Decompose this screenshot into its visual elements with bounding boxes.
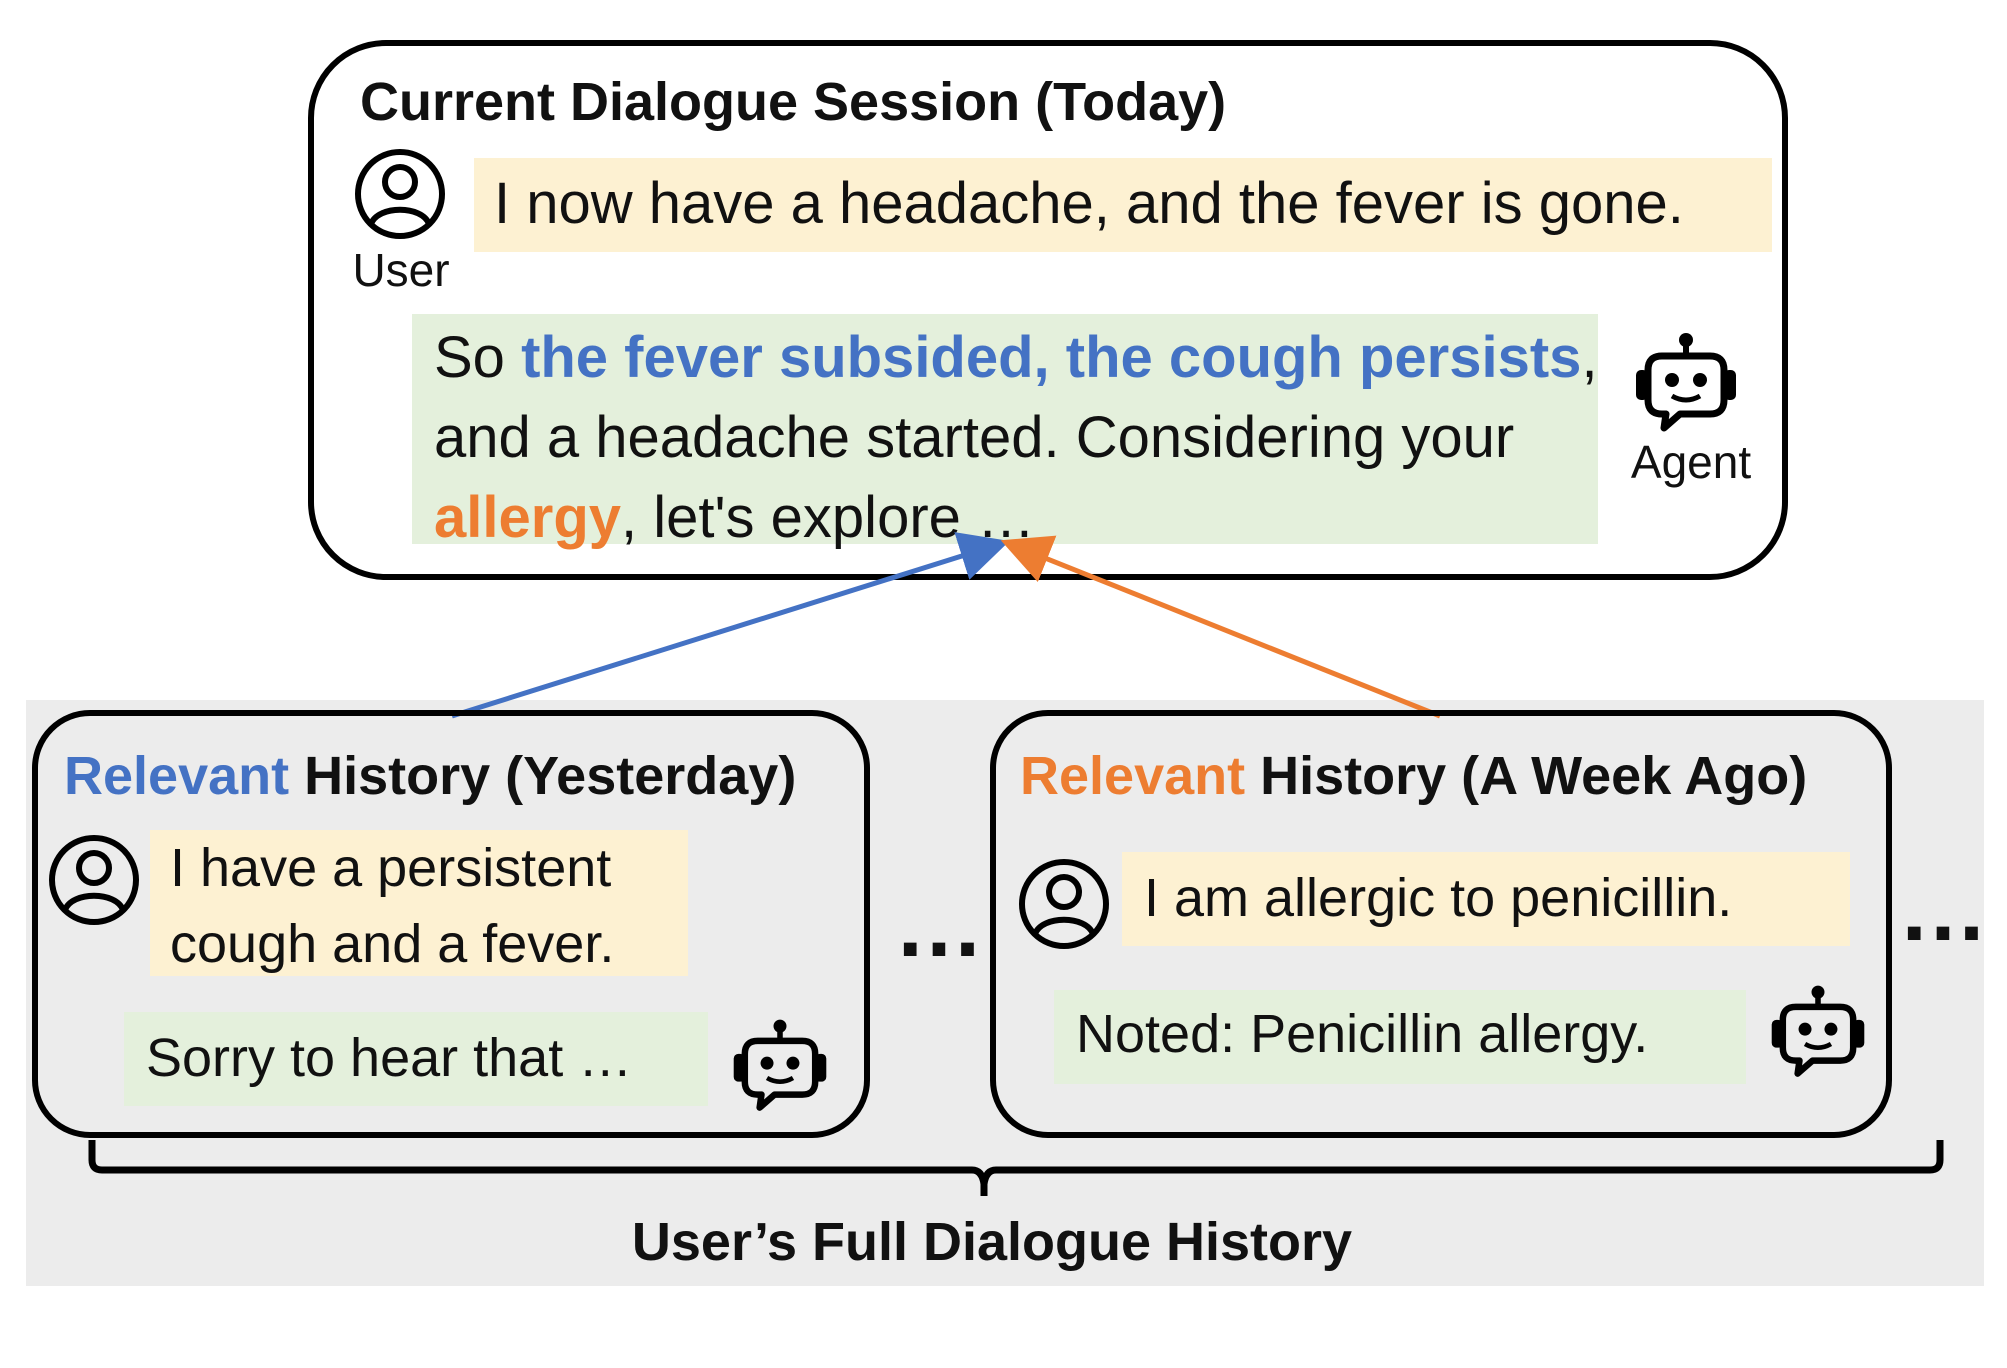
robot-agent-icon <box>1771 985 1865 1077</box>
agent-msg-part2: , <box>1581 325 1598 390</box>
yesterday-user-line1: I have a persistent <box>170 838 612 898</box>
week-user-message: I am allergic to penicillin. <box>1122 852 1850 946</box>
user-icon <box>355 149 445 239</box>
highlight-orange-text: allergy <box>434 485 621 550</box>
relevant-label-blue: Relevant <box>64 746 290 806</box>
robot-agent-icon <box>733 1019 827 1111</box>
history-yesterday-title-rest: History (Yesterday) <box>289 746 797 806</box>
session-user-message: I now have a headache, and the fever is … <box>474 158 1772 252</box>
history-week-box <box>990 710 1892 1138</box>
session-agent-message: So the fever subsided, the cough persist… <box>412 314 1598 550</box>
robot-agent-icon <box>1636 333 1736 432</box>
full-history-label: User’s Full Dialogue History <box>631 1212 1353 1272</box>
blue-arrow <box>451 532 1010 719</box>
history-week-title-rest: History (A Week Ago) <box>1245 746 1808 806</box>
highlight-blue-text: the fever subsided, the cough persists <box>521 325 1582 390</box>
agent-label: Agent <box>1630 436 1752 488</box>
current-session-title: Current Dialogue Session (Today) <box>360 72 1227 132</box>
user-icon <box>1019 859 1109 949</box>
agent-msg-part1: So <box>434 325 522 390</box>
history-yesterday-title: Relevant History (Yesterday) <box>64 744 796 808</box>
agent-msg-line2: and a headache started. Considering your <box>434 405 1515 470</box>
orange-arrow <box>1000 535 1441 719</box>
user-icon <box>49 835 139 925</box>
user-label: User <box>352 244 450 296</box>
relevant-label-orange: Relevant <box>1020 746 1246 806</box>
yesterday-user-line2: cough and a fever. <box>170 914 615 974</box>
week-agent-message: Noted: Penicillin allergy. <box>1054 990 1746 1084</box>
yesterday-agent-message: Sorry to hear that … <box>124 1012 708 1106</box>
history-week-title: Relevant History (A Week Ago) <box>1020 744 1807 808</box>
yesterday-user-message: I have a persistent cough and a fever. <box>150 830 688 976</box>
history-yesterday-box <box>32 710 870 1138</box>
